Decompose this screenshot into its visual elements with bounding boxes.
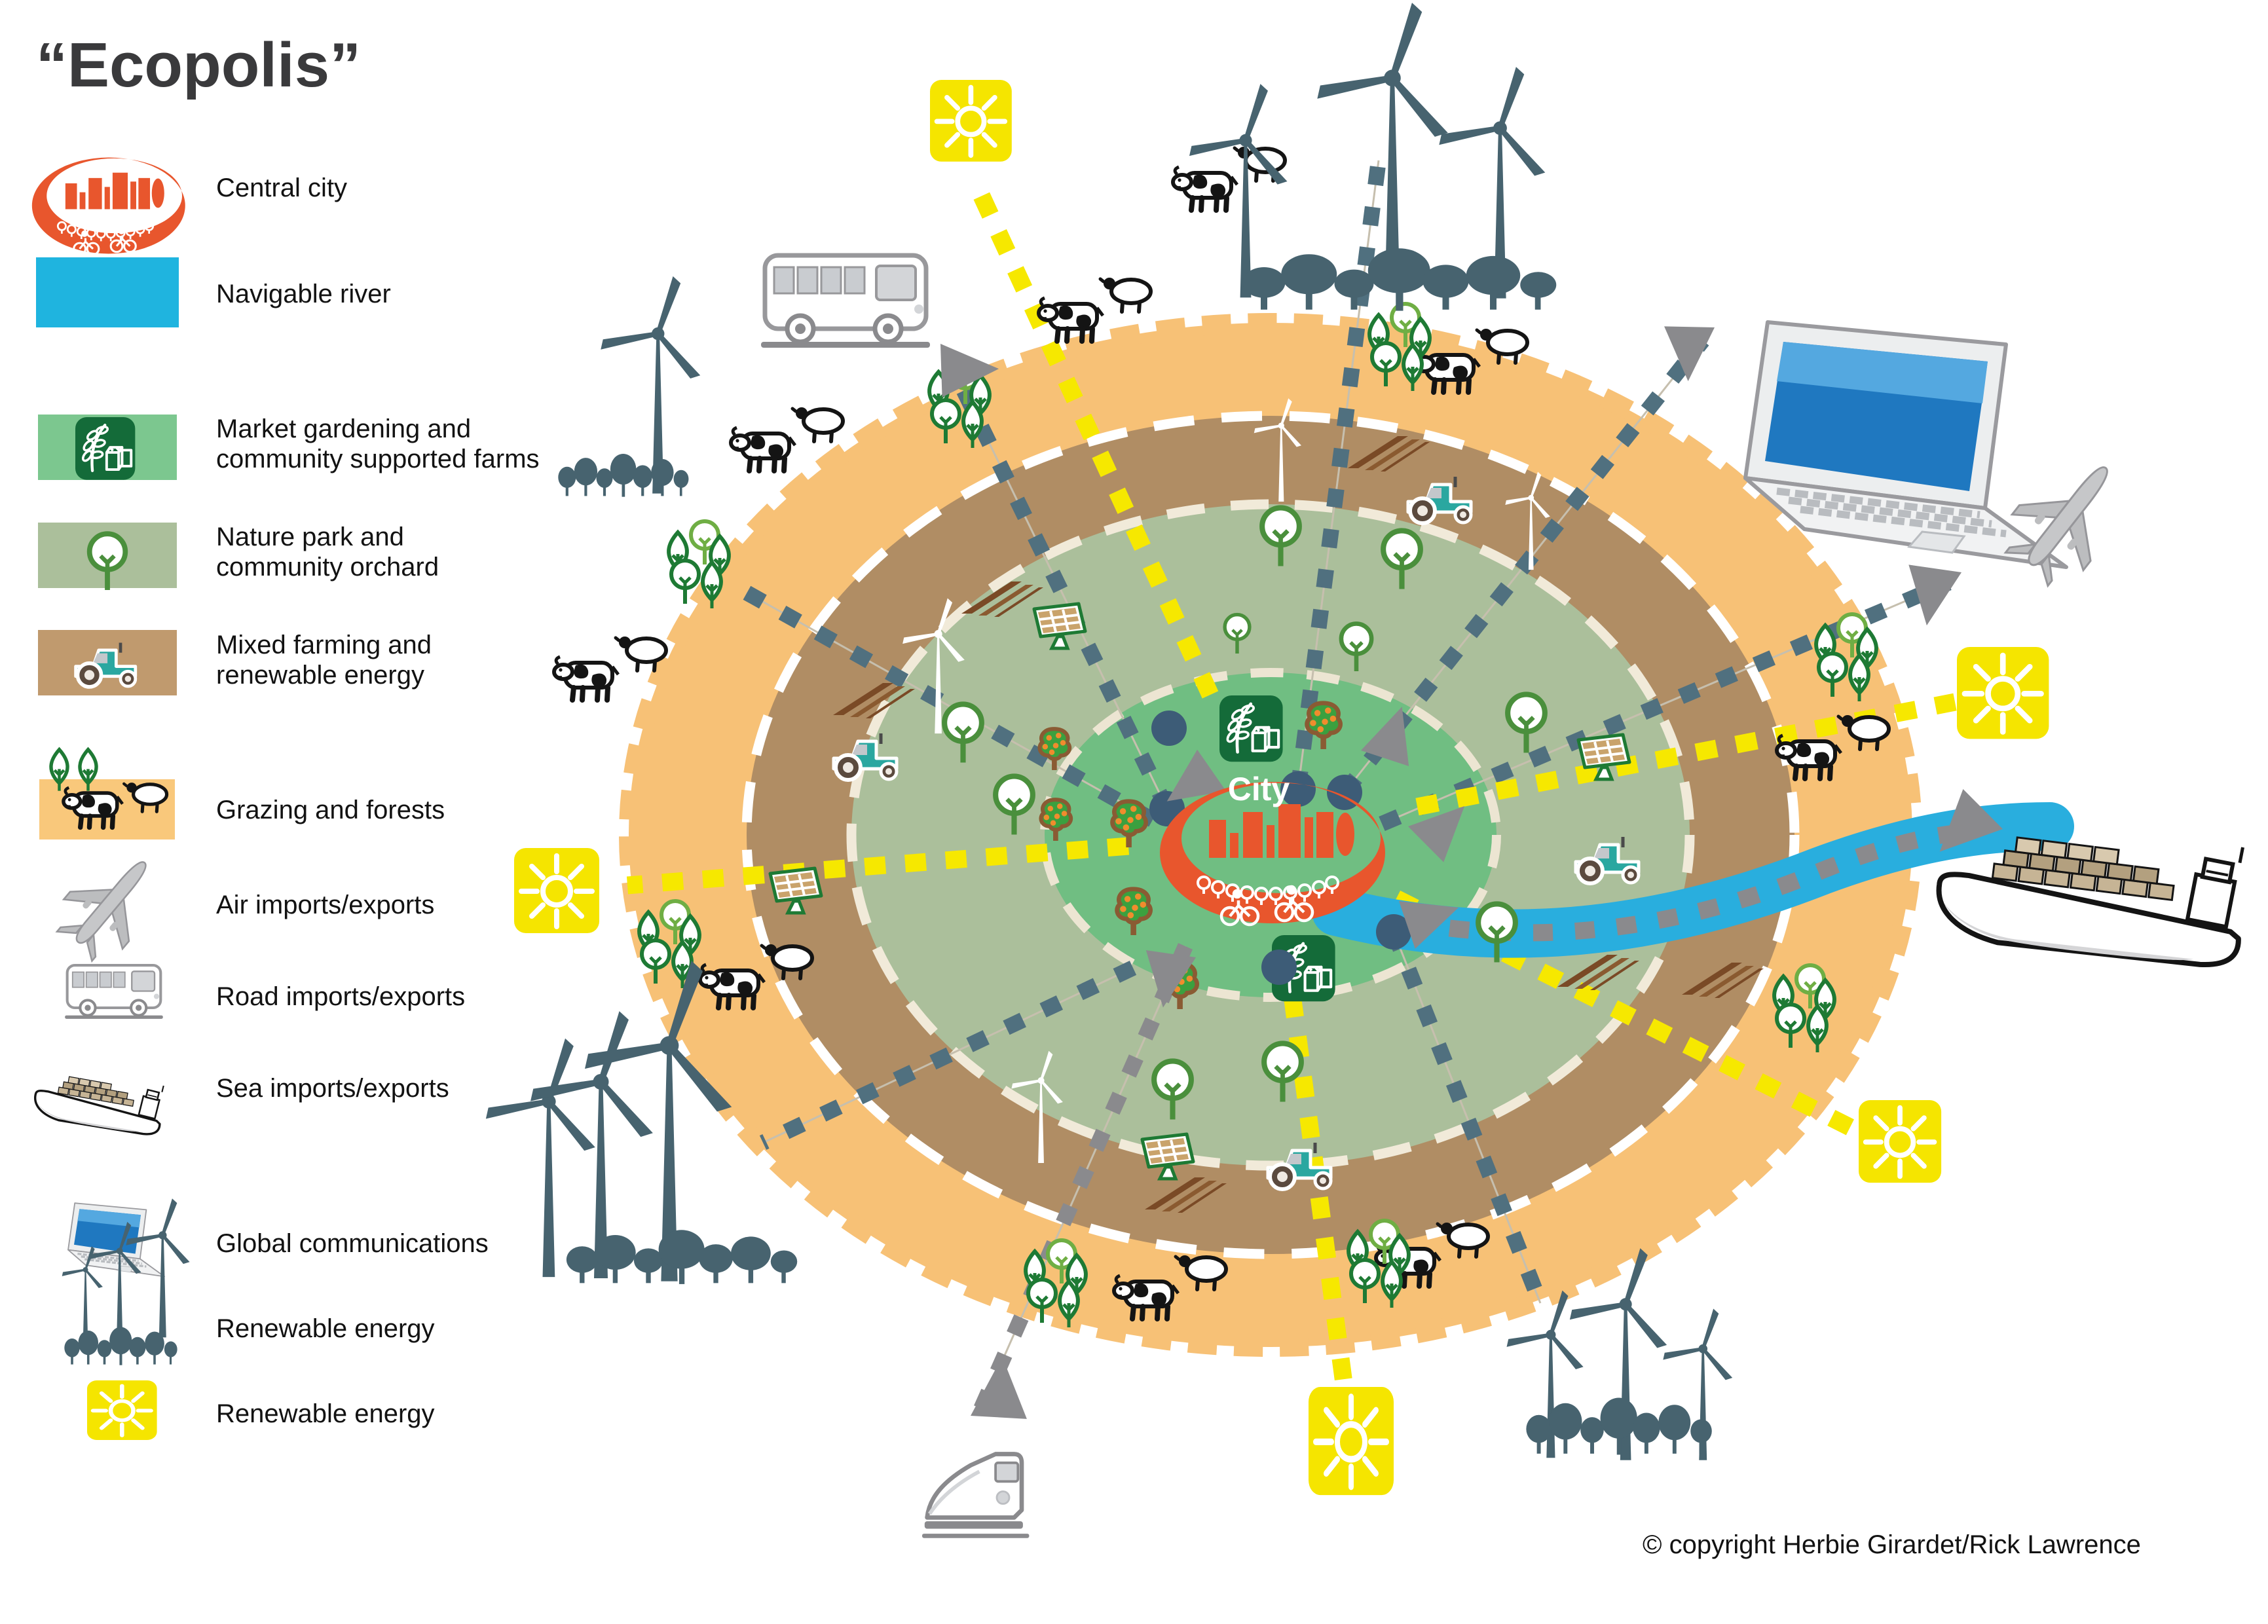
cow-sheep-icon: [1173, 147, 1285, 210]
wind-farm-left: [558, 276, 701, 497]
ring-boundary: [741, 411, 1800, 1259]
legend-label: Central city: [216, 174, 347, 202]
laptop-icon: [67, 1202, 166, 1278]
bus-icon: [65, 965, 163, 1019]
legend-label: Nature park and community orchard: [216, 523, 439, 581]
legend-label: Market gardening and community supported…: [216, 415, 540, 473]
legend-label: Road imports/exports: [216, 982, 465, 1011]
train-icon: [922, 1454, 1029, 1538]
legend-item-central-city: Central city: [31, 157, 347, 256]
legend-label: Air imports/exports: [216, 891, 434, 919]
legend-item-air: Air imports/exports: [44, 837, 434, 972]
sun-icon: [1957, 647, 2049, 739]
flow-line-to-laptop: [1338, 335, 1709, 798]
legend-item-grazing-forests: Grazing and forests: [39, 750, 445, 840]
sun-icon: [930, 80, 1012, 162]
legend-label: Sea imports/exports: [216, 1074, 449, 1103]
legend-item-global-communications: Global communications: [67, 1202, 489, 1278]
ring-boundary: [1040, 668, 1501, 1002]
sun-ray-left: [626, 837, 1130, 895]
sun-icon: [1309, 1387, 1394, 1495]
copyright-notice: © copyright Herbie Girardet/Rick Lawrenc…: [1643, 1530, 2141, 1559]
legend-item-renewable-sun: Renewable energy: [87, 1380, 435, 1440]
market-produce-icon: [1219, 695, 1283, 762]
legend-item-mixed-farming: Mixed farming and renewable energy: [38, 630, 439, 695]
communications-arrow: [1650, 301, 1730, 382]
legend-item-nature-park: Nature park and community orchard: [38, 523, 439, 590]
legend-label: Renewable energy: [216, 1399, 435, 1428]
flow-node-dots: [1149, 710, 1411, 985]
cow-sheep-icon: [554, 637, 666, 700]
legend-item-navigable-river: Navigable river: [36, 257, 391, 327]
legend-label: Mixed farming and renewable energy: [216, 631, 439, 690]
page-title: “Ecopolis”: [36, 30, 361, 100]
legend: Central city Navigable river Market gard…: [29, 157, 540, 1440]
market-gardening-centre: City: [1113, 695, 1465, 1009]
legend-item-market-gardening: Market gardening and community supported…: [38, 415, 540, 480]
flow-line-to-bus: [941, 355, 1174, 813]
flow-line-to-top-turbines: [1290, 159, 1386, 790]
legend-label: Navigable river: [216, 280, 391, 308]
market-produce-icon: [75, 417, 135, 480]
city-label: City: [1228, 771, 1290, 807]
sun-ray-top: [967, 179, 1219, 699]
legend-item-sea: Sea imports/exports: [29, 1055, 449, 1146]
flow-line-to-bottom-left-turbines: [759, 961, 1137, 1150]
sun-icon: [514, 848, 599, 933]
sun-icon: [87, 1380, 157, 1440]
ring-boundary: [846, 499, 1695, 1171]
legend-item-road: Road imports/exports: [65, 965, 465, 1019]
forest-silhouette-icon: [558, 453, 689, 497]
central-city-logo-icon: [31, 157, 187, 256]
forest-silhouette-icon: [1242, 248, 1557, 311]
river-swatch: [36, 257, 179, 327]
air-export-arrow: [1892, 542, 1975, 626]
airplane-icon: [44, 837, 176, 972]
sun-icon: [1859, 1100, 1941, 1183]
airplane-icon: [1990, 439, 2143, 599]
legend-item-renewable-wind: Renewable energy: [61, 1198, 435, 1365]
flow-line-to-train: [972, 943, 1193, 1416]
legend-label: Global communications: [216, 1229, 489, 1258]
rail-export-arrow: [954, 1356, 1043, 1446]
transport-energy-flow-lines: [743, 159, 1952, 1306]
wind-turbine-icon: [1315, 3, 1448, 288]
bus-icon: [761, 255, 930, 348]
flow-line-to-bottom-right-turbines: [1386, 929, 1548, 1306]
cargo-ship-icon: [29, 1055, 171, 1146]
legend-label: Renewable energy: [216, 1314, 435, 1343]
legend-label: Grazing and forests: [216, 796, 445, 824]
wind-turbine-icon: [484, 1038, 595, 1278]
